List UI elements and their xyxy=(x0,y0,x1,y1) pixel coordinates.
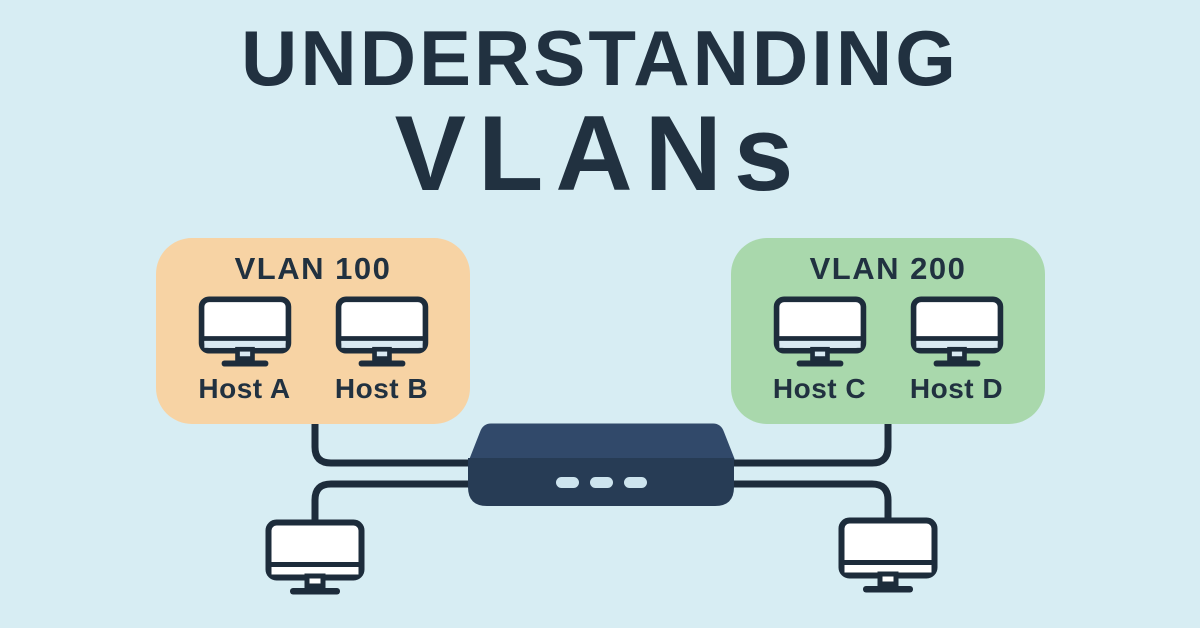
host-b: Host B xyxy=(335,296,429,405)
host-label: Host D xyxy=(909,373,1004,404)
indicator-light xyxy=(624,477,647,488)
cable-switch-to-right-monitor xyxy=(731,480,892,519)
indicator-light xyxy=(556,477,579,488)
cable-vlan100-to-switch xyxy=(311,421,472,467)
vlan200-hosts: Host C Host D xyxy=(773,296,1004,405)
monitor-icon xyxy=(842,521,935,593)
cable-vlan200-to-switch xyxy=(731,421,892,467)
switch-top-face xyxy=(469,423,735,460)
vlan200-label: VLAN 200 xyxy=(809,251,967,286)
switch-icon xyxy=(468,423,735,506)
vlan100-hosts: Host A Host B xyxy=(198,296,429,405)
host-label: Host A xyxy=(198,373,291,404)
monitor-icon xyxy=(910,296,1004,367)
vlan100-label: VLAN 100 xyxy=(234,251,392,286)
monitor-icon xyxy=(773,296,867,367)
page-title: UNDERSTANDING xyxy=(241,14,959,102)
monitor-icon xyxy=(269,523,362,595)
host-label: Host C xyxy=(772,373,867,404)
indicator-light xyxy=(590,477,613,488)
page-subtitle: VLANs xyxy=(394,93,806,213)
host-label: Host B xyxy=(334,373,429,404)
indicator-lights xyxy=(556,477,647,488)
monitor-icon xyxy=(198,296,292,367)
host-c: Host C xyxy=(773,296,867,405)
host-d: Host D xyxy=(910,296,1004,405)
cable-switch-to-left-monitor xyxy=(311,480,472,521)
vlan200-group: VLAN 200 Host C Host D xyxy=(731,238,1045,424)
host-a: Host A xyxy=(198,296,292,405)
vlan100-group: VLAN 100 Host A Host B xyxy=(156,238,470,424)
monitor-icon xyxy=(335,296,429,367)
